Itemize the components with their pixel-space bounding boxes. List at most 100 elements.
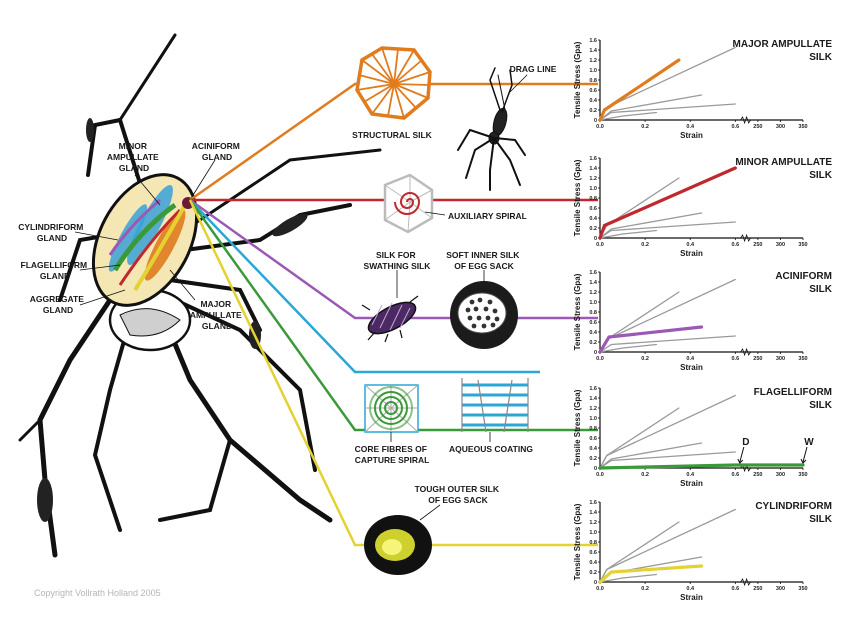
- auxiliary-spiral-label: AUXILIARY SPIRAL: [448, 211, 527, 221]
- comparison-series-line: [599, 229, 658, 239]
- highlight-series-line: [598, 463, 805, 470]
- y-axis-label: Tensile Stress (Gpa): [573, 389, 582, 466]
- x-tick-label: 350: [798, 586, 807, 592]
- y-tick-label: 1.2: [589, 58, 597, 64]
- tough-outer-silk-label: TOUGH OUTER SILK OF EGG SACK: [415, 484, 502, 505]
- y-tick-label: 1.6: [589, 38, 597, 44]
- cylindriform-connector: [188, 199, 598, 547]
- x-tick-label: 0.6: [732, 472, 740, 478]
- axis-break: [740, 577, 751, 587]
- comparison-series-line: [599, 335, 736, 353]
- x-tick-label: 0.0: [596, 356, 604, 362]
- comparison-series-line: [599, 221, 736, 239]
- core-fibres-label: CORE FIBRES OF CAPTURE SPIRAL: [355, 444, 430, 465]
- y-tick-label: 0.6: [589, 436, 597, 442]
- x-tick-label: 0.2: [641, 472, 649, 478]
- x-tick-label: 0.0: [596, 586, 604, 592]
- chart-title: SILK: [809, 52, 833, 63]
- y-tick-label: 0.4: [589, 216, 598, 222]
- y-tick-label: 0.2: [589, 340, 597, 346]
- y-tick-label: 0.6: [589, 320, 597, 326]
- egg-dot: [467, 315, 473, 321]
- y-tick-label: 0.2: [589, 456, 597, 462]
- y-axis-label: Tensile Stress (Gpa): [573, 503, 582, 580]
- y-tick-label: 1.0: [589, 68, 597, 74]
- copyright-text: Copyright Vollrath Holland 2005: [34, 588, 161, 598]
- y-tick-label: 1.0: [589, 416, 597, 422]
- y-tick-label: 0.2: [589, 108, 597, 114]
- chart-title: SILK: [809, 400, 833, 411]
- y-tick-label: 0.8: [589, 426, 597, 432]
- x-tick-label: 0.4: [686, 124, 695, 130]
- major-ampullate-gland-label: MAJOR AMPULLATE GLAND: [190, 299, 244, 331]
- y-tick-label: 1.0: [589, 186, 597, 192]
- x-tick-label: 250: [753, 586, 762, 592]
- x-tick-label: 0.4: [686, 242, 695, 248]
- structural-silk-label: STRUCTURAL SILK: [352, 130, 433, 140]
- chart-title: SILK: [809, 284, 833, 295]
- y-axis-label: Tensile Stress (Gpa): [573, 159, 582, 236]
- y-tick-label: 0.4: [589, 560, 598, 566]
- y-tick-label: 1.6: [589, 386, 597, 392]
- flagelliform-gland-label: FLAGELLIFORM GLAND: [21, 260, 90, 281]
- highlight-series-line: [598, 166, 737, 240]
- stress-strain-charts: 0 0.2 0.4 0.6 0.8 1.0 1.2 1.4 1.6 0.0 0.2 0.4 0.6 250…: [573, 38, 833, 602]
- x-tick-label: 0.4: [686, 472, 695, 478]
- chart-title: FLAGELLIFORM: [754, 387, 832, 398]
- egg-dot: [481, 323, 487, 329]
- outer-egg-sack: [364, 504, 441, 575]
- x-tick-label: 0.0: [596, 124, 604, 130]
- spider-illustration: [18, 33, 382, 558]
- egg-dot: [476, 315, 482, 321]
- y-tick-label: 0: [594, 350, 597, 356]
- highlight-series-line: [598, 58, 681, 122]
- x-tick-label: 0.2: [641, 242, 649, 248]
- x-tick-label: 250: [753, 124, 762, 130]
- x-tick-label: 300: [776, 242, 785, 248]
- x-tick-label: 250: [753, 472, 762, 478]
- comparison-series-line: [599, 508, 736, 583]
- y-tick-label: 0.8: [589, 540, 597, 546]
- y-tick-label: 1.4: [589, 48, 598, 54]
- x-tick-label: 250: [753, 242, 762, 248]
- y-tick-label: 0.6: [589, 88, 597, 94]
- egg-dot: [485, 315, 491, 321]
- aciniform-gland-label: ACINIFORM GLAND: [192, 141, 243, 162]
- y-tick-label: 1.2: [589, 520, 597, 526]
- drag-line-spider: [457, 67, 528, 191]
- aqueous-coating-label: AQUEOUS COATING: [449, 444, 533, 454]
- y-tick-label: 1.6: [589, 156, 597, 162]
- x-tick-label: 0.2: [641, 586, 649, 592]
- egg-dot: [469, 299, 475, 305]
- flagelliform-connector: [188, 199, 598, 432]
- y-axis-label: Tensile Stress (Gpa): [573, 273, 582, 350]
- axis-break: [740, 347, 751, 357]
- egg-dot: [471, 323, 477, 329]
- x-tick-label: 350: [798, 242, 807, 248]
- x-tick-label: 0.2: [641, 124, 649, 130]
- chart-title: SILK: [809, 514, 833, 525]
- comparison-series-line: [599, 343, 658, 353]
- y-tick-label: 1.6: [589, 500, 597, 506]
- y-tick-label: 1.4: [589, 510, 598, 516]
- chart-title: ACINIFORM: [775, 271, 832, 282]
- x-tick-label: 350: [798, 124, 807, 130]
- y-tick-label: 0.6: [589, 206, 597, 212]
- x-axis-label: Strain: [680, 363, 703, 372]
- x-tick-label: 300: [776, 586, 785, 592]
- aqueous-connector: [189, 199, 540, 374]
- egg-dot: [483, 306, 489, 312]
- x-tick-label: 0.0: [596, 242, 604, 248]
- x-axis-label: Strain: [680, 593, 703, 602]
- y-tick-label: 0.4: [589, 330, 598, 336]
- swathed-prey: [361, 270, 419, 343]
- y-tick-label: 1.4: [589, 166, 598, 172]
- drag-line-label: DRAG LINE: [510, 64, 557, 74]
- x-tick-label: 0.4: [686, 356, 695, 362]
- y-tick-label: 1.2: [589, 176, 597, 182]
- y-tick-label: 0.8: [589, 78, 597, 84]
